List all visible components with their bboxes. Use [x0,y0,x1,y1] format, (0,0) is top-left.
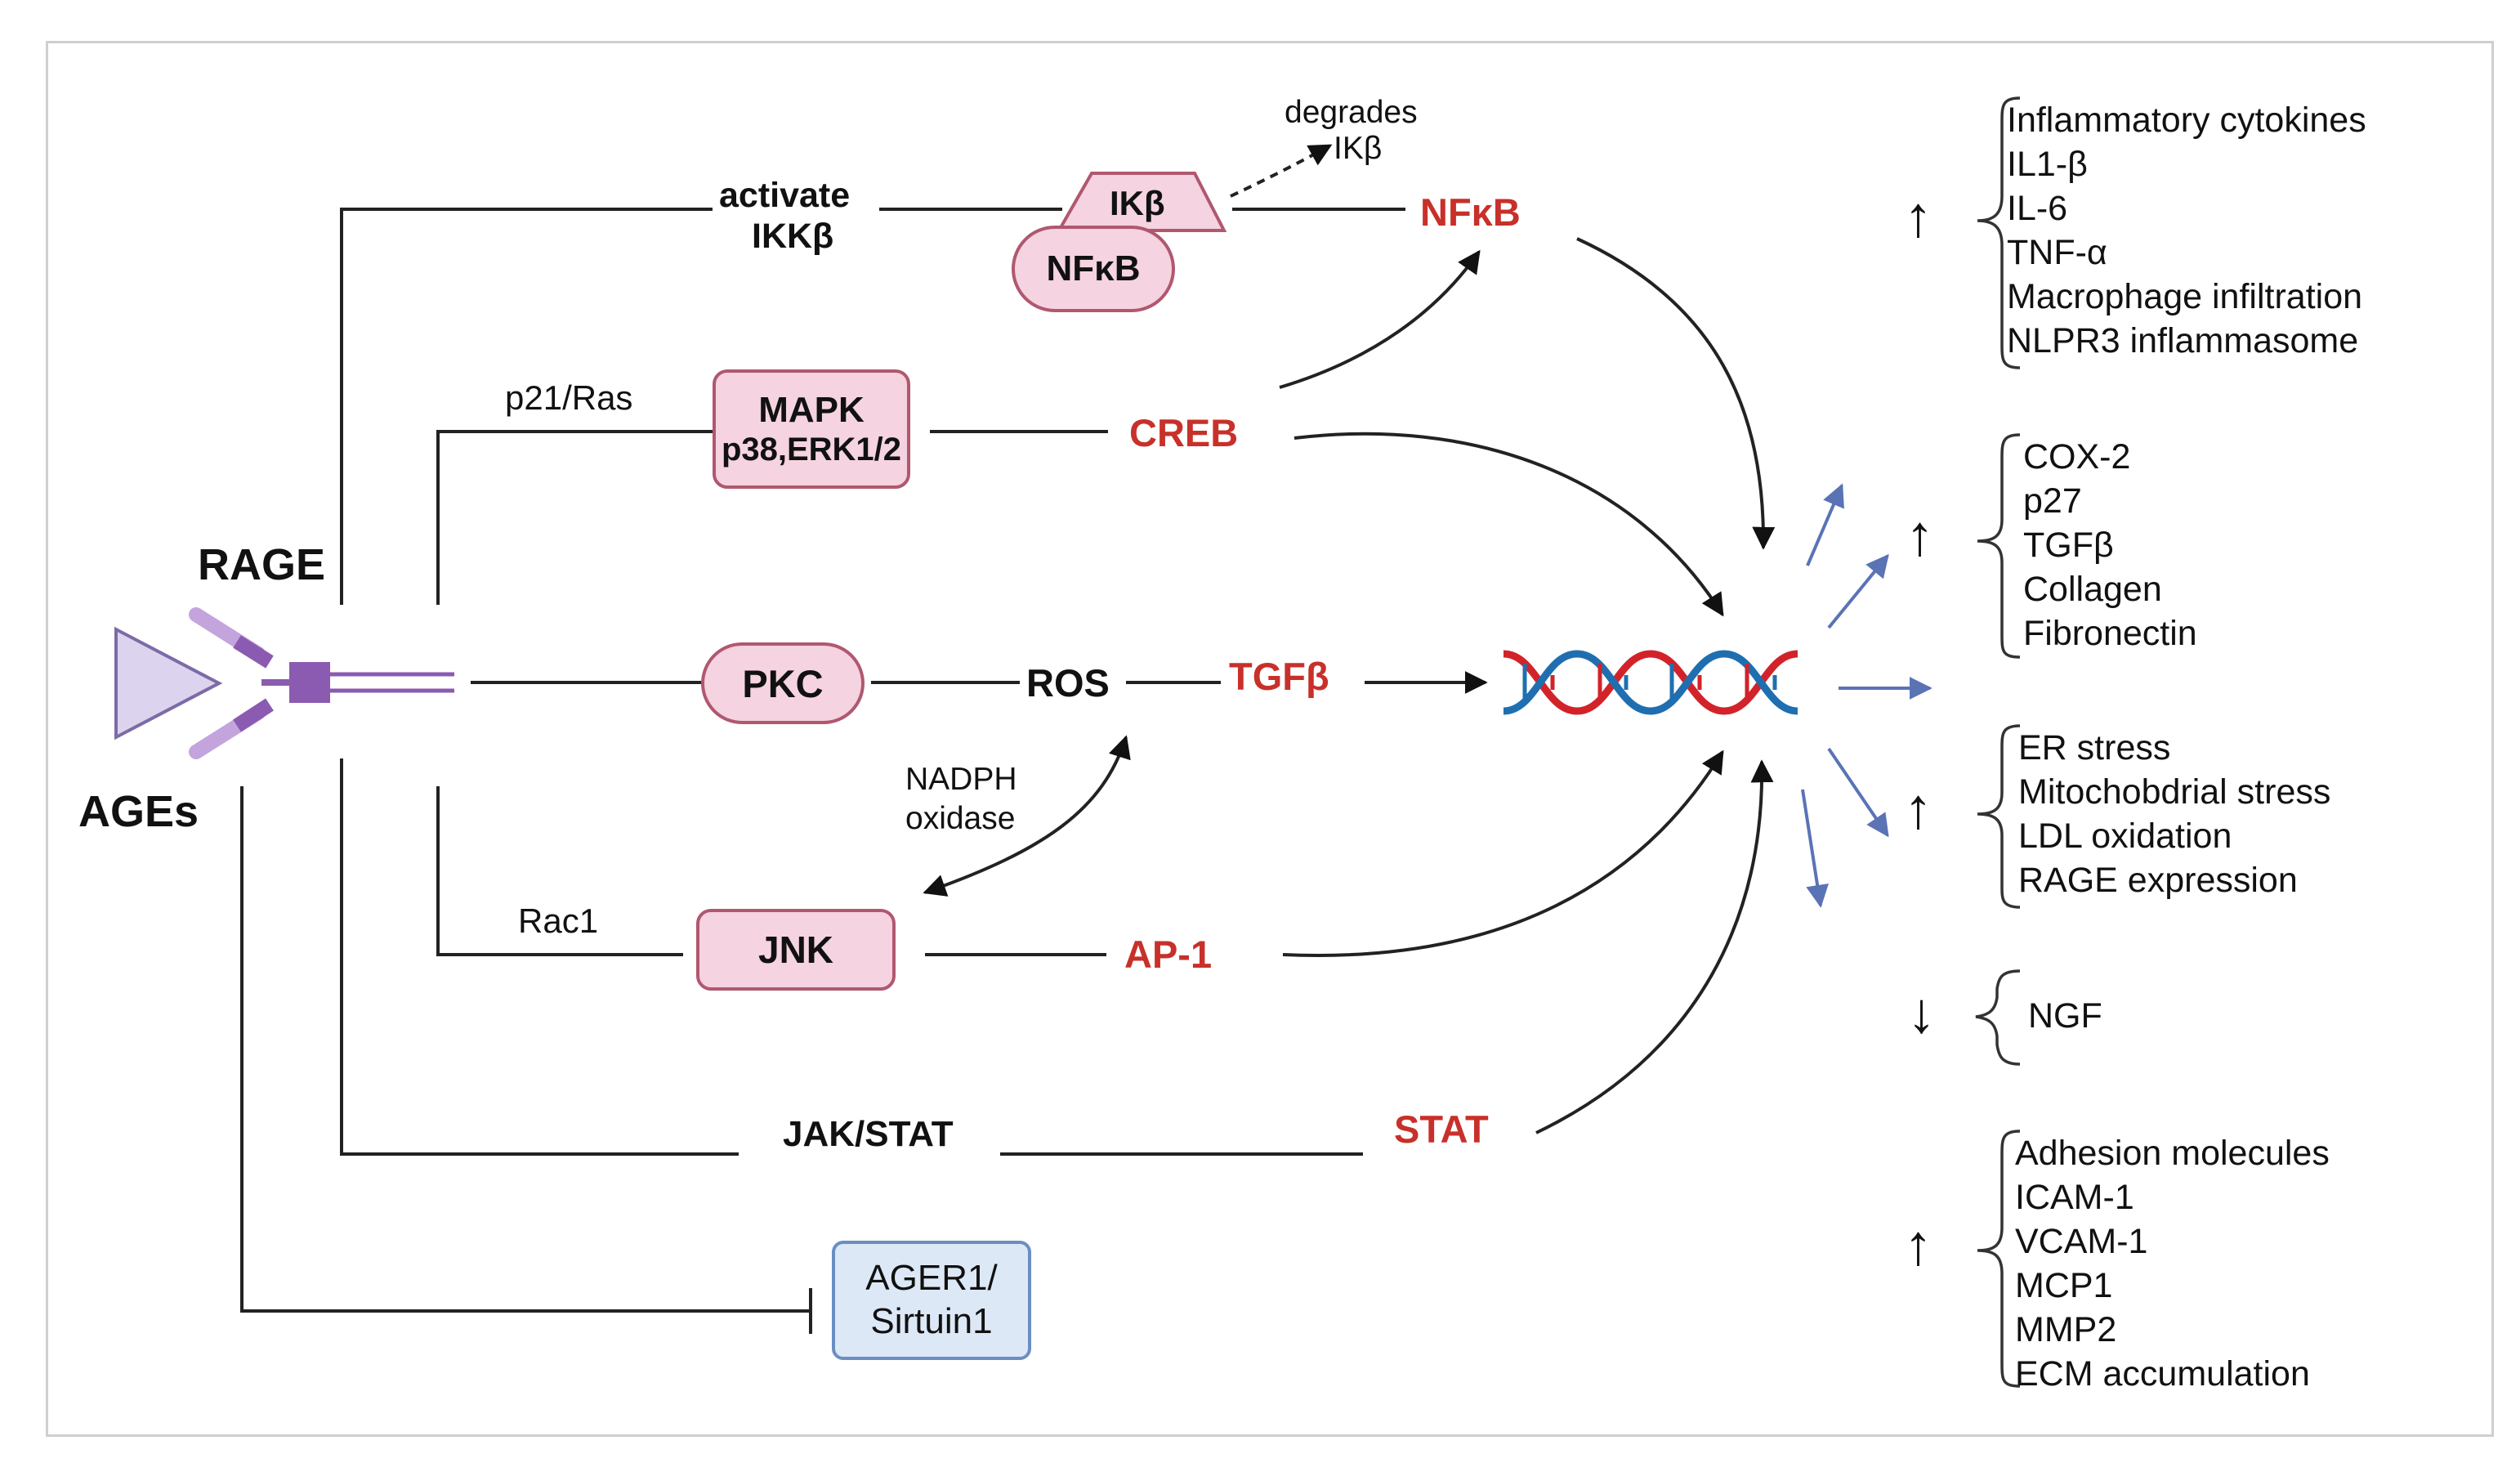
degrades-label: degrades [1285,95,1418,130]
up-arrow-icon: ↑ [1904,185,1932,248]
jakstat-branch-line [340,758,739,1156]
degrades-arrow [1230,144,1333,198]
nadph-label-1: NADPH [905,762,1017,797]
creb-to-dna-arrow [1294,432,1724,617]
jnk-box: JNK [696,909,896,991]
list-item: ICAM-1 [2015,1178,2134,1217]
list-item: LDL oxidation [2018,817,2232,856]
ager1-label: AGER1/ [865,1258,998,1299]
up-arrow-icon: ↑ [1904,776,1932,840]
pkc-label: PKC [742,661,824,705]
ikk-branch-line [340,208,713,605]
ager1-sirtuin1-box: AGER1/ Sirtuin1 [832,1241,1031,1360]
list-item: p27 [2023,481,2082,521]
list-item: MMP2 [2015,1310,2117,1349]
list-item: TNF-α [2007,233,2107,272]
list-item: MCP1 [2015,1266,2113,1305]
list-item: Macrophage infiltration [2007,277,2363,316]
rac1-label: Rac1 [518,902,599,940]
list-item: COX-2 [2023,437,2131,476]
output-list-adhesion: Adhesion molecules ICAM-1 VCAM-1 MCP1 MM… [2015,1131,2330,1396]
list-item: VCAM-1 [2015,1222,2148,1261]
ikb-label: IKβ [1110,184,1165,222]
output-braces [1975,96,2021,1388]
ap1-label: AP-1 [1124,933,1213,976]
rage-label: RAGE [198,540,326,589]
ikkb-label: IKKβ [752,217,834,256]
mapk-box: MAPK p38,ERK1/2 [713,369,910,489]
output-rays [1801,483,1932,908]
nadph-label-2: oxidase [905,801,1016,836]
list-item: Collagen [2023,570,2162,609]
figure-frame [46,41,2494,1437]
stat-label: STAT [1394,1107,1489,1151]
up-arrow-icon: ↑ [1904,1213,1932,1277]
list-item: Fibronectin [2023,614,2197,653]
list-item: Inflammatory cytokines [2007,101,2366,140]
output-list-fibrosis: COX-2 p27 TGFβ Collagen Fibronectin [2023,435,2197,655]
nfkb-complex-pill: NFκB [1012,226,1175,312]
activate-label: activate [719,176,851,215]
list-item: NGF [2028,996,2102,1036]
output-list-ngf: NGF [2028,994,2102,1038]
mapk-sub-label: p38,ERK1/2 [721,432,902,468]
tgfb-label: TGFβ [1229,655,1329,698]
nfkb-to-dna-arrow [1576,237,1776,550]
jnk-label: JNK [757,928,834,971]
sirtuin1-label: Sirtuin1 [870,1301,993,1341]
up-arrow-icon: ↑ [1906,503,1934,567]
list-item: IL1-β [2007,145,2088,184]
nfkb-box-label: NFκB [1046,248,1141,289]
list-item: Mitochobdrial stress [2018,772,2331,812]
ager1-inhibition-line [240,786,811,1313]
down-arrow-icon: ↓ [1907,981,1936,1045]
list-item: NLPR3 inflammasome [2007,321,2359,360]
nfkb-tf-label: NFκB [1420,190,1521,234]
ages-ligand-icon [114,626,223,740]
ap1-to-dna-arrow [1282,749,1724,957]
degrades-ikb-label: IKβ [1334,131,1383,166]
p21ras-label: p21/Ras [505,378,633,417]
stat-to-dna-arrow [1535,759,1774,1134]
connector-lines [240,208,1405,1334]
output-list-stress: ER stress Mitochobdrial stress LDL oxida… [2018,726,2330,902]
list-item: ECM accumulation [2015,1354,2310,1394]
list-item: TGFβ [2023,526,2114,565]
rage-receptor-icon [189,607,454,759]
creb-label: CREB [1129,411,1239,454]
jnk-to-ros-arrow [923,735,1131,897]
output-list-inflammation: Inflammatory cytokines IL1-β IL-6 TNF-α … [2007,98,2366,363]
list-item: RAGE expression [2018,861,2298,900]
pkc-pill: PKC [701,642,865,724]
jakstat-label: JAK/STAT [783,1114,954,1154]
ros-label: ROS [1026,661,1110,705]
jnk-branch-line [436,786,683,956]
ikb-trapezoid-shape [1056,172,1227,232]
dna-helix-icon [1503,650,1798,715]
mapk-label: MAPK [758,389,865,430]
list-item: IL-6 [2007,189,2068,228]
mapk-branch-line [436,430,716,605]
ages-label: AGEs [78,787,199,836]
list-item: ER stress [2018,728,2171,767]
creb-to-nfkb-arrow [1279,249,1481,389]
list-item: Adhesion molecules [2015,1134,2330,1173]
